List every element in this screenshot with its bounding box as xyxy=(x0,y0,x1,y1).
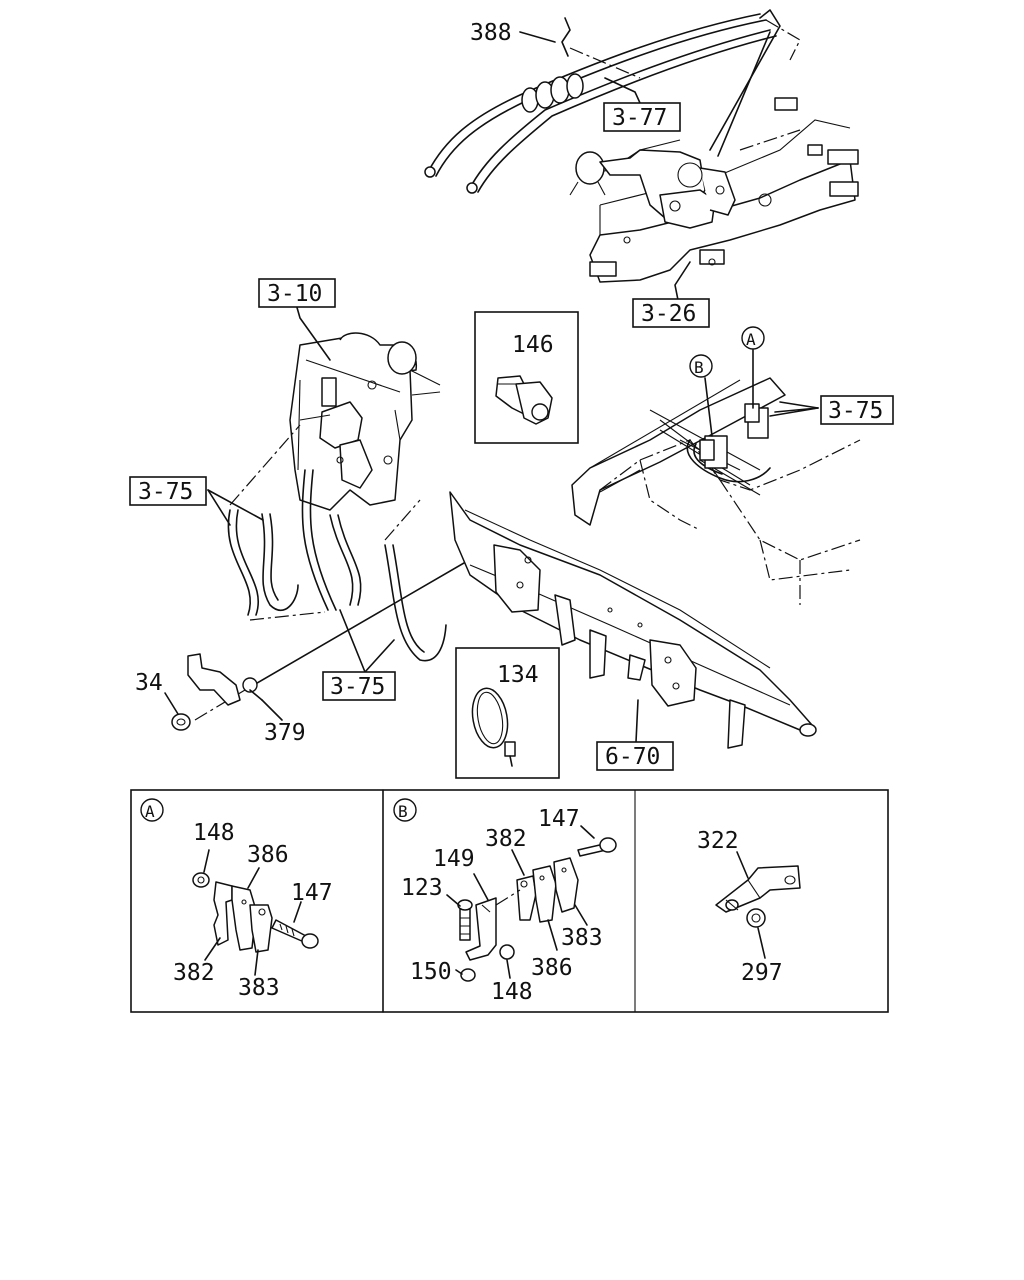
detail-c-label-297: 297 xyxy=(741,960,783,986)
callout-146-box xyxy=(474,311,579,444)
callout-134-box xyxy=(455,647,560,779)
frame-structure xyxy=(571,377,861,605)
label-3-75-right: 3-75 xyxy=(828,398,883,424)
detail-c: 322 297 xyxy=(697,828,801,986)
label-3-10: 3-10 xyxy=(267,281,322,307)
marker-b-letter: B xyxy=(694,358,704,377)
ref-3-75-left-box xyxy=(129,476,207,506)
detail-c-label-322: 322 xyxy=(697,828,739,854)
ref-3-77-box xyxy=(603,102,681,132)
detail-a-label-148: 148 xyxy=(193,820,235,846)
detail-b-marker: B xyxy=(398,802,408,821)
marker-b-main xyxy=(689,354,713,378)
harness-hoses xyxy=(227,424,447,662)
ref-6-70-box xyxy=(596,741,674,771)
label-134: 134 xyxy=(497,662,539,688)
cable-boot xyxy=(521,73,584,113)
harness-clip-b xyxy=(699,435,728,469)
detail-b-label-386: 386 xyxy=(531,955,573,981)
label-3-75-left: 3-75 xyxy=(138,479,193,505)
label-379: 379 xyxy=(264,720,306,746)
ref-3-26-box xyxy=(632,298,710,328)
label-3-26: 3-26 xyxy=(641,301,696,327)
marker-a-main xyxy=(741,326,765,350)
leader-lines xyxy=(164,31,691,743)
detail-a-marker: A xyxy=(145,802,155,821)
detail-b-label-123: 123 xyxy=(401,875,443,901)
detail-a: A 148 386 147 382 383 xyxy=(140,798,333,1001)
ref-3-75-right-box xyxy=(820,395,894,425)
detail-b: B 147 382 149 123 383 386 150 148 xyxy=(393,798,617,1005)
label-3-75-bottom: 3-75 xyxy=(330,674,385,700)
harness-clip-a xyxy=(744,403,769,439)
label-34: 34 xyxy=(135,670,163,696)
label-146: 146 xyxy=(512,332,554,358)
rod-and-bracket xyxy=(187,539,501,721)
detail-a-label-147: 147 xyxy=(291,880,333,906)
label-388: 388 xyxy=(470,20,512,46)
ref-3-75-bottom-box xyxy=(322,671,396,701)
shift-cable-assembly xyxy=(424,9,801,194)
detail-b-label-382: 382 xyxy=(485,826,527,852)
detail-a-label-382: 382 xyxy=(173,960,215,986)
nut-34 xyxy=(171,713,191,731)
shifter-mount-plate xyxy=(569,97,859,283)
ref-3-10-box xyxy=(258,278,336,308)
crossmember xyxy=(449,491,817,749)
detail-b-label-383: 383 xyxy=(561,925,603,951)
label-3-77: 3-77 xyxy=(612,105,667,131)
detail-b-label-148: 148 xyxy=(491,979,533,1005)
detail-panels xyxy=(130,789,889,1013)
marker-a-letter: A xyxy=(746,330,756,349)
detail-b-label-149: 149 xyxy=(433,846,475,872)
label-6-70: 6-70 xyxy=(605,744,660,770)
pedal-bracket-assembly xyxy=(289,332,441,511)
detail-a-label-386: 386 xyxy=(247,842,289,868)
detail-b-label-150: 150 xyxy=(410,959,452,985)
detail-a-label-383: 383 xyxy=(238,975,280,1001)
detail-b-label-147: 147 xyxy=(538,806,580,832)
